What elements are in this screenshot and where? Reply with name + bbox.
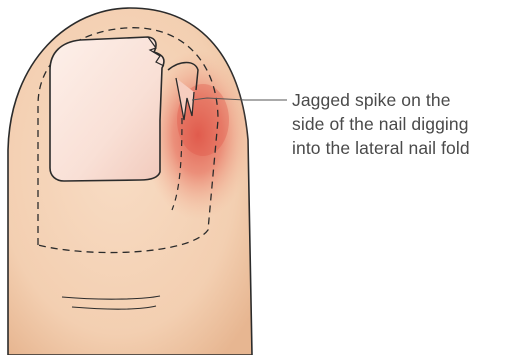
callout-line-2: side of the nail digging bbox=[292, 114, 469, 134]
callout-line-3: into the lateral nail fold bbox=[292, 138, 470, 158]
callout-label: Jagged spike on the side of the nail dig… bbox=[292, 90, 474, 158]
nail-plate bbox=[50, 37, 164, 181]
callout-line-1: Jagged spike on the bbox=[292, 90, 451, 110]
